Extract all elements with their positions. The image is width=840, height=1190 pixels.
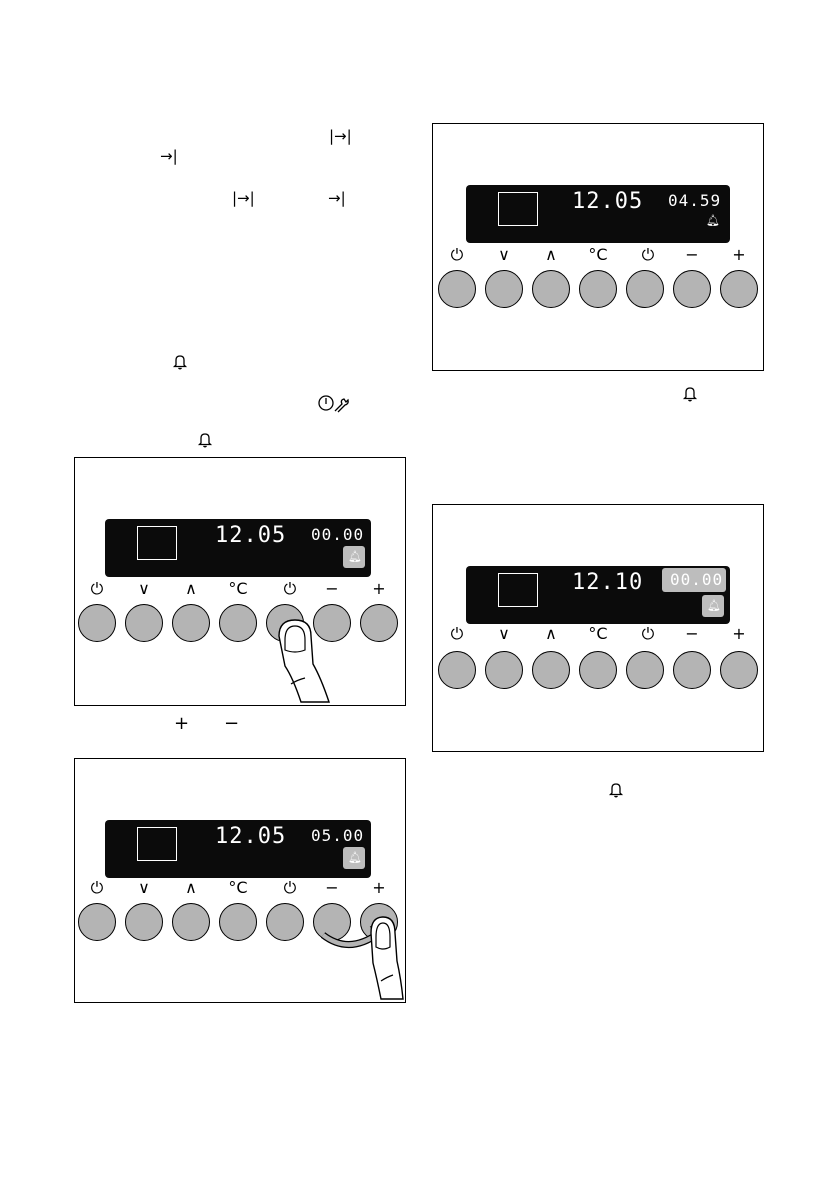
up-button[interactable] (172, 604, 210, 642)
timer-readout: 00.00 (311, 525, 365, 544)
up-button[interactable] (532, 270, 570, 308)
clock-readout: 12.05 (215, 824, 287, 849)
bell-icon (608, 783, 624, 798)
clock-readout: 12.10 (572, 570, 644, 595)
clock-button[interactable] (626, 270, 664, 308)
minus-button[interactable] (673, 270, 711, 308)
oven-panel-2: 12.05 05.00 🔔︎ ⏻ ∨ ∧ °C ⏻ − + (74, 758, 406, 1003)
display: 12.05 04.59 🔔︎ (466, 185, 730, 243)
btn-label-temp: °C (228, 878, 248, 897)
end-time-icon: |→| (329, 127, 352, 145)
clock-wrench-icon (318, 395, 349, 413)
btn-label-temp: °C (228, 579, 248, 598)
btn-label-on-off: ⏻ (450, 624, 464, 643)
clock-button[interactable] (266, 903, 304, 941)
temperature-button[interactable] (579, 651, 617, 689)
minus-button[interactable] (313, 903, 351, 941)
down-button[interactable] (485, 270, 523, 308)
bell-icon (682, 387, 698, 402)
bell-indicator-flash: 🔔︎ (702, 595, 724, 617)
btn-label-minus: − (325, 579, 339, 598)
timer-flash: 00.00 (662, 568, 726, 592)
display-window (137, 526, 177, 560)
btn-label-plus: + (732, 245, 746, 264)
display-window (137, 827, 177, 861)
btn-label-up: ∧ (545, 245, 557, 264)
btn-label-on-off: ⏻ (90, 878, 104, 897)
bell-icon (197, 433, 213, 448)
plus-button[interactable] (720, 651, 758, 689)
timer-readout: 04.59 (668, 191, 722, 210)
on-off-button[interactable] (78, 903, 116, 941)
plus-button[interactable] (360, 604, 398, 642)
down-button[interactable] (125, 604, 163, 642)
display-window (498, 192, 538, 226)
oven-panel-3: 12.05 04.59 🔔︎ ⏻ ∨ ∧ °C ⏻ − + (432, 123, 764, 371)
btn-label-minus: − (685, 245, 699, 264)
bell-icon: 🔔︎ (348, 550, 362, 563)
clock-readout: 12.05 (572, 189, 644, 214)
minus-button[interactable] (673, 651, 711, 689)
btn-label-up: ∧ (185, 579, 197, 598)
on-off-button[interactable] (438, 651, 476, 689)
display: 12.05 05.00 🔔︎ (105, 820, 371, 878)
btn-label-plus: + (372, 579, 386, 598)
btn-label-on-off: ⏻ (450, 245, 464, 264)
bell-indicator-flash: 🔔︎ (343, 546, 365, 568)
display: 12.05 00.00 🔔︎ (105, 519, 371, 577)
temperature-button[interactable] (219, 604, 257, 642)
clock-readout: 12.05 (215, 523, 287, 548)
btn-label-plus: + (372, 878, 386, 897)
btn-label-up: ∧ (545, 624, 557, 643)
end-arrow-icon: →| (160, 147, 178, 165)
display: 12.10 00.00 🔔︎ (466, 566, 730, 624)
up-button[interactable] (172, 903, 210, 941)
temperature-button[interactable] (579, 270, 617, 308)
bell-icon: 🔔︎ (707, 599, 721, 612)
on-off-button[interactable] (438, 270, 476, 308)
btn-label-temp: °C (588, 624, 608, 643)
clock-button[interactable] (626, 651, 664, 689)
minus-symbol: − (224, 713, 240, 734)
bell-indicator-flash: 🔔︎ (343, 847, 365, 869)
plus-button[interactable] (720, 270, 758, 308)
btn-label-up: ∧ (185, 878, 197, 897)
on-off-button[interactable] (78, 604, 116, 642)
up-button[interactable] (532, 651, 570, 689)
bell-icon: 🔔︎ (348, 851, 362, 864)
btn-label-down: ∨ (138, 579, 150, 598)
btn-label-minus: − (685, 624, 699, 643)
btn-label-down: ∨ (498, 624, 510, 643)
plus-symbol: + (174, 713, 190, 734)
btn-label-down: ∨ (138, 878, 150, 897)
temperature-button[interactable] (219, 903, 257, 941)
btn-label-plus: + (732, 624, 746, 643)
oven-panel-1: 12.05 00.00 🔔︎ ⏻ ∨ ∧ °C ⏻ − + (74, 457, 406, 706)
btn-label-on-off: ⏻ (90, 579, 104, 598)
end-time-icon: |→| (232, 189, 255, 207)
minus-button[interactable] (313, 604, 351, 642)
timer-readout: 00.00 (670, 570, 724, 589)
display-window (498, 573, 538, 607)
btn-label-minus: − (325, 878, 339, 897)
btn-label-clock: ⏻ (283, 579, 297, 598)
btn-label-clock: ⏻ (641, 245, 655, 264)
down-button[interactable] (125, 903, 163, 941)
finger-pressing-icon (370, 916, 404, 1000)
bell-icon: 🔔︎ (706, 214, 720, 227)
btn-label-down: ∨ (498, 245, 510, 264)
oven-panel-4: 12.10 00.00 🔔︎ ⏻ ∨ ∧ °C ⏻ − + (432, 504, 764, 752)
timer-readout: 05.00 (311, 826, 365, 845)
btn-label-clock: ⏻ (283, 878, 297, 897)
btn-label-clock: ⏻ (641, 624, 655, 643)
end-arrow-icon: →| (328, 189, 346, 207)
bell-icon (172, 355, 188, 370)
btn-label-temp: °C (588, 245, 608, 264)
finger-pressing-icon (278, 619, 330, 703)
down-button[interactable] (485, 651, 523, 689)
